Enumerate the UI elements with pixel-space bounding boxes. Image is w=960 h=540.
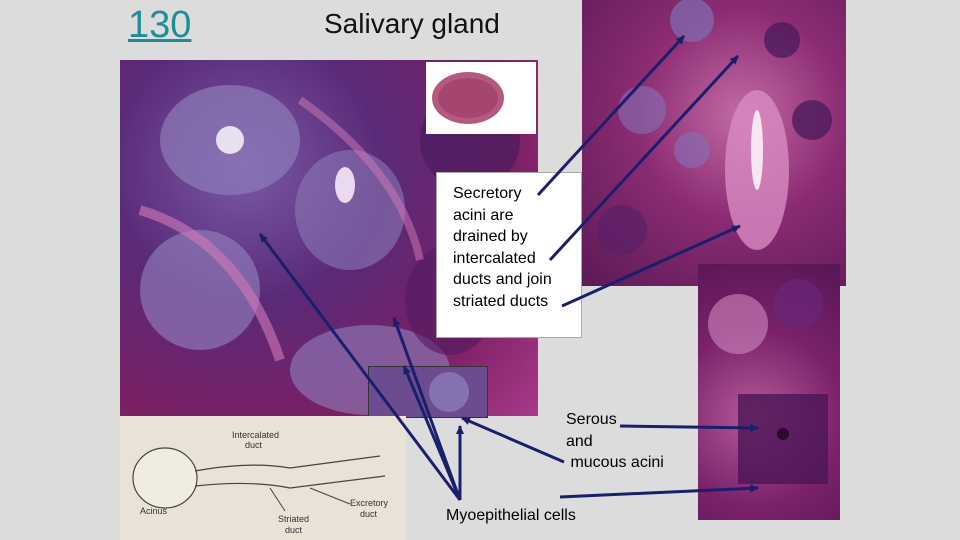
arrow-myo-to-cell-3 — [402, 365, 462, 501]
serous-label-line: and — [566, 432, 593, 450]
diagram-label-excretory: Excretory — [350, 498, 389, 508]
slide-title: Salivary gland — [324, 8, 500, 39]
serous-label-line: mucous acini — [566, 454, 664, 471]
callout-line: intercalated — [453, 249, 536, 267]
callout-line: ducts and join — [453, 271, 552, 288]
callout-line: drained by — [453, 228, 528, 245]
arrow-callout-to-acini — [536, 34, 686, 197]
arrow-myo-to-cell-2 — [392, 317, 462, 501]
duct-diagram-drawing: Intercalated duct Acinus Striated duct E… — [132, 430, 389, 535]
callout-line: striated ducts — [453, 292, 549, 310]
serous-label-line: Serous — [566, 411, 617, 428]
arrow-callout-to-striated-duct — [561, 224, 741, 308]
diagram-label-striated: Striated — [278, 514, 309, 524]
gland-thumbnail-drawing — [432, 72, 504, 124]
histology-acini-closeup-image — [698, 264, 840, 520]
striated-duct-texture — [597, 0, 832, 255]
callout-line: acini are — [453, 206, 514, 224]
callout-line: Secretory — [453, 185, 522, 202]
acini-closeup-texture — [708, 279, 828, 484]
slide-number: 130 — [128, 4, 192, 46]
arrow-myo-to-cell-1 — [258, 233, 462, 501]
diagram-label-excretory-duct: duct — [360, 509, 378, 519]
diagram-label-acinus: Acinus — [140, 506, 168, 516]
serous-mucous-label: Serous and mucous acini — [566, 409, 664, 474]
secretory-acini-callout: Secretory acini are drained by intercala… — [436, 172, 582, 338]
gland-thumbnail-image — [426, 62, 536, 134]
diagram-label-duct: duct — [245, 440, 263, 450]
myoepithelial-label: Myoepithelial cells — [446, 507, 576, 524]
arrow-callout-to-intercalated-duct — [548, 54, 740, 262]
arrow-mucous-to-acini — [559, 484, 759, 499]
diagram-label-intercalated: Intercalated — [232, 430, 279, 440]
duct-diagram: Intercalated duct Acinus Striated duct E… — [120, 416, 406, 540]
diagram-label-striated-duct: duct — [285, 525, 303, 535]
arrow-serous-to-acini — [619, 423, 759, 432]
inset-texture — [429, 372, 469, 412]
arrow-serous-to-inset — [461, 416, 565, 464]
